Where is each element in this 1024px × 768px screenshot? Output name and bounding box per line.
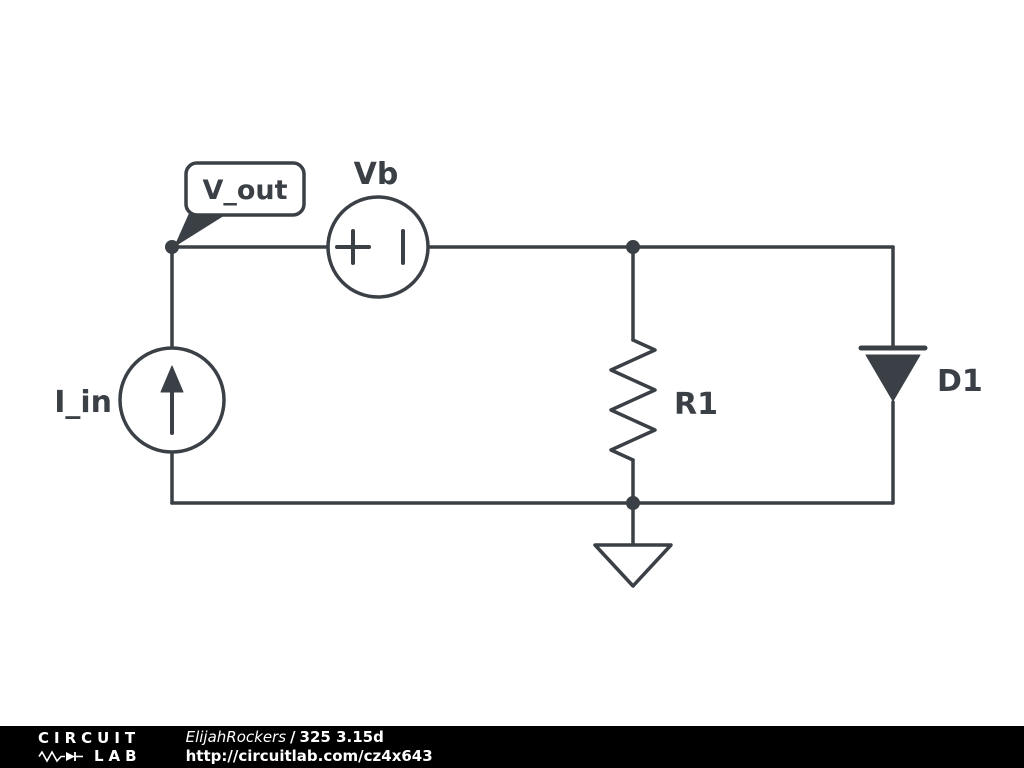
- wires: [170, 245, 895, 547]
- node-dot: [626, 240, 640, 254]
- footer-title: 325 3.15d: [299, 728, 384, 746]
- footer-credit-line: ElijahRockers/325 3.15d: [186, 728, 433, 747]
- resistor: R1: [609, 338, 718, 462]
- resistor-label: R1: [674, 387, 718, 422]
- diode-label: D1: [937, 364, 983, 399]
- circuitlab-logo: CIRCUIT LAB: [38, 728, 142, 765]
- diode-triangle: [865, 354, 921, 402]
- current-arrow-icon: [160, 365, 184, 435]
- node-dots: [165, 240, 640, 510]
- resistor-zigzag: [609, 338, 657, 462]
- resistor-diode-glyph-icon: [38, 749, 83, 763]
- bubble-box: [184, 161, 306, 217]
- logo-text-circuit: CIRCUIT: [38, 728, 141, 747]
- current-source-label: I_in: [54, 385, 112, 420]
- voltage-source: Vb: [326, 157, 430, 299]
- schematic-canvas: I_in Vb R1 D1: [54, 157, 983, 588]
- diode: D1: [858, 345, 983, 402]
- footer-author: ElijahRockers: [185, 728, 287, 746]
- logo-text-lab: LAB: [94, 746, 142, 765]
- footer-separator: /: [290, 728, 296, 746]
- current-source: I_in: [54, 346, 226, 454]
- ground-icon: [593, 543, 673, 588]
- vout-label-bubble: V_out: [174, 161, 306, 247]
- plus-icon: [335, 229, 371, 265]
- footer-text: ElijahRockers/325 3.15d http://circuitla…: [186, 728, 433, 766]
- voltage-source-label: Vb: [354, 157, 399, 192]
- node-dot: [626, 496, 640, 510]
- node-label-text: V_out: [202, 175, 287, 206]
- voltage-source-circle: [326, 195, 430, 299]
- footer-bar: CIRCUIT LAB ElijahRockers/325 3.15d http…: [0, 726, 1024, 768]
- footer-url: http://circuitlab.com/cz4x643: [185, 747, 433, 765]
- node-dot: [165, 240, 179, 254]
